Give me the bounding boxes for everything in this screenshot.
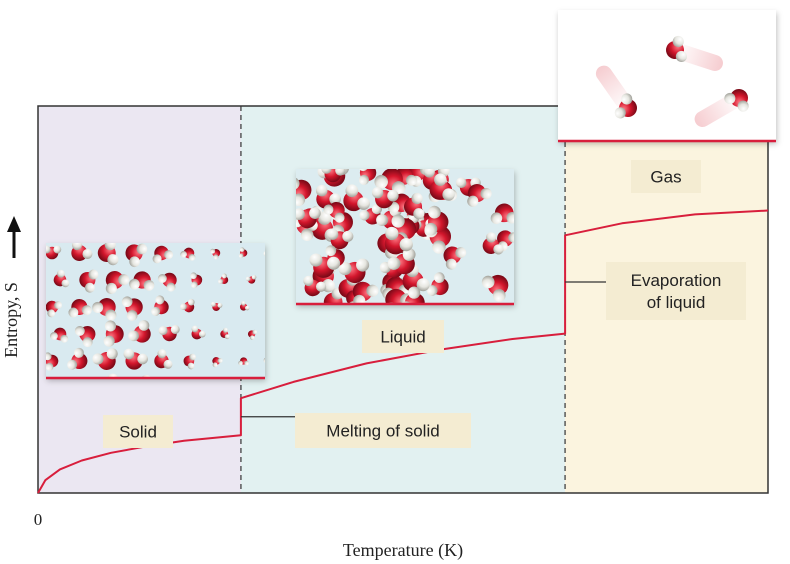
liquid-molecules-illustration: [296, 169, 514, 306]
label-melting-text: Melting of solid: [326, 422, 439, 441]
label-gas-text: Gas: [650, 168, 681, 187]
label-liquid: Liquid: [362, 320, 444, 353]
label-gas: Gas: [631, 160, 701, 193]
entropy-curve: [37, 209, 769, 494]
label-evaporation: Evaporation of liquid: [606, 262, 746, 320]
label-melting: Melting of solid: [295, 413, 471, 448]
solid-molecules-illustration: [46, 243, 265, 380]
label-liquid-text: Liquid: [380, 328, 425, 347]
x-axis-label: Temperature (K): [343, 540, 463, 561]
label-evaporation-text: Evaporation: [631, 271, 722, 290]
plot-frame: [37, 105, 769, 494]
y-axis-arrow-icon: [7, 216, 21, 258]
label-solid: Solid: [103, 415, 173, 448]
gas-molecules-illustration: [558, 10, 776, 143]
label-evaporation-text: of liquid: [647, 293, 706, 312]
label-solid-text: Solid: [119, 423, 157, 442]
x-tick-label: 0: [34, 510, 43, 529]
y-axis-label: Entropy, S: [1, 282, 21, 358]
